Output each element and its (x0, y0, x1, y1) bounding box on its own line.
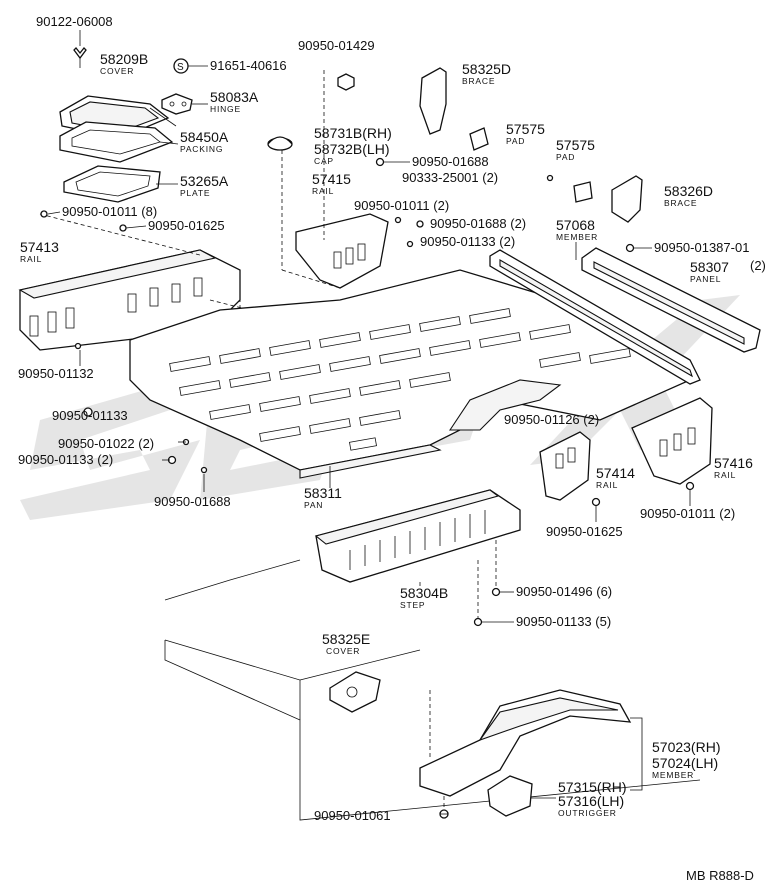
label-p28: 90950-01022 (2) (58, 436, 154, 451)
cross-member (489, 249, 701, 385)
pad-icons (469, 127, 593, 203)
hinge-icon (161, 93, 193, 115)
nut-icon (337, 73, 355, 91)
label-p8: 90950-01625 (148, 218, 225, 233)
label-p7: 90950-01011 (8) (62, 204, 157, 219)
label-p21: 90950-01688 (2) (430, 216, 526, 231)
label-p31: 58311 (304, 485, 342, 501)
label-p45: 90950-01061 (314, 808, 391, 823)
label-p15-name: BRACE (462, 76, 495, 86)
label-p20: 90950-01011 (2) (354, 198, 449, 213)
label-p44-name: OUTRIGGER (558, 808, 617, 818)
ghost-box (164, 559, 701, 821)
label-p15: 58325D (462, 61, 511, 77)
label-p3: 91651-40616 (210, 58, 287, 73)
label-p34-name: RAIL (714, 470, 736, 480)
label-p36: 90950-01625 (546, 524, 623, 539)
label-p25-name: PANEL (690, 274, 721, 284)
brace-right (611, 175, 643, 223)
label-p6-name: PLATE (180, 188, 210, 198)
fasteners (40, 157, 695, 819)
wing-bolt-icon (73, 47, 87, 68)
cap-icon (267, 136, 293, 151)
label-p17: 57575 (556, 137, 595, 153)
label-p39: 90950-01133 (5) (516, 614, 611, 629)
label-p25b: (2) (750, 258, 766, 273)
label-p19: 58326D (664, 183, 713, 199)
label-p2-name: COVER (100, 66, 134, 76)
label-p4: 58083A (210, 89, 259, 105)
label-p34: 57416 (714, 455, 753, 471)
label-p4-name: HINGE (210, 104, 241, 114)
rail-57414 (539, 431, 591, 501)
label-p12-name: CAP (314, 156, 334, 166)
label-p14: 90950-01688 (412, 154, 489, 169)
label-p37: 58304B (400, 585, 448, 601)
member-bracket (630, 717, 643, 791)
label-p37-name: STEP (400, 600, 425, 610)
screw-s-icon: S (173, 58, 189, 74)
rail-57416 (631, 397, 713, 485)
outrigger (487, 775, 533, 817)
label-p5: 58450A (180, 129, 229, 145)
cover-assembly: S (59, 47, 208, 203)
label-p1: 90122-06008 (36, 14, 113, 29)
label-p40: 58325E (322, 631, 370, 647)
step-ribs (349, 510, 486, 570)
label-p12: 58732B(LH) (314, 141, 390, 157)
label-p32: 90950-01126 (2) (504, 412, 599, 427)
label-p9-name: RAIL (20, 254, 42, 264)
cover-58325e (329, 671, 381, 713)
bolt-symbol: S (177, 62, 184, 73)
label-p35: 90950-01011 (2) (640, 506, 735, 521)
leader-lines (47, 30, 691, 815)
label-p5-name: PACKING (180, 144, 223, 154)
label-p26: 90950-01132 (18, 366, 94, 381)
label-p25: 58307 (690, 259, 729, 275)
label-p33-name: RAIL (596, 480, 618, 490)
label-p40-name: COVER (326, 646, 360, 656)
diagram-code: MB R888-D (686, 868, 754, 883)
label-p24: 90950-01387-01 (654, 240, 749, 255)
label-p16: 57575 (506, 121, 545, 137)
label-p6: 53265A (180, 173, 229, 189)
floor-pan (129, 269, 692, 479)
center-rail (281, 70, 389, 289)
label-p17-name: PAD (556, 152, 575, 162)
label-p22: 57068 (556, 217, 595, 233)
label-p38: 90950-01496 (6) (516, 584, 612, 599)
label-p13: 57415 (312, 171, 351, 187)
label-p41: 57023(RH) (652, 739, 720, 755)
label-p11: 58731B(RH) (314, 125, 392, 141)
label-p42-name: MEMBER (652, 770, 694, 780)
side-panel (581, 247, 761, 353)
label-p43: 57315(RH) (558, 779, 626, 795)
label-p31-name: PAN (304, 500, 323, 510)
label-p27: 90950-01133 (52, 408, 128, 423)
part-labels: 90122-06008 58209B COVER 91651-40616 580… (18, 14, 766, 883)
label-p23: 90950-01133 (2) (420, 234, 515, 249)
label-p13-name: RAIL (312, 186, 334, 196)
label-p29: 90950-01133 (2) (18, 452, 113, 467)
label-p16-name: PAD (506, 136, 525, 146)
label-p18: 90333-25001 (2) (402, 170, 498, 185)
label-p44: 57316(LH) (558, 793, 624, 809)
label-p22-name: MEMBER (556, 232, 598, 242)
label-p2: 58209B (100, 51, 148, 67)
label-p33: 57414 (596, 465, 635, 481)
step (314, 489, 521, 622)
label-p30: 90950-01688 (154, 494, 231, 509)
label-p9: 57413 (20, 239, 59, 255)
brace-upper (419, 67, 447, 135)
label-p42: 57024(LH) (652, 755, 718, 771)
label-p19-name: BRACE (664, 198, 697, 208)
label-p10: 90950-01429 (298, 38, 375, 53)
frame-member (419, 689, 632, 812)
pan-ribs (169, 308, 631, 451)
